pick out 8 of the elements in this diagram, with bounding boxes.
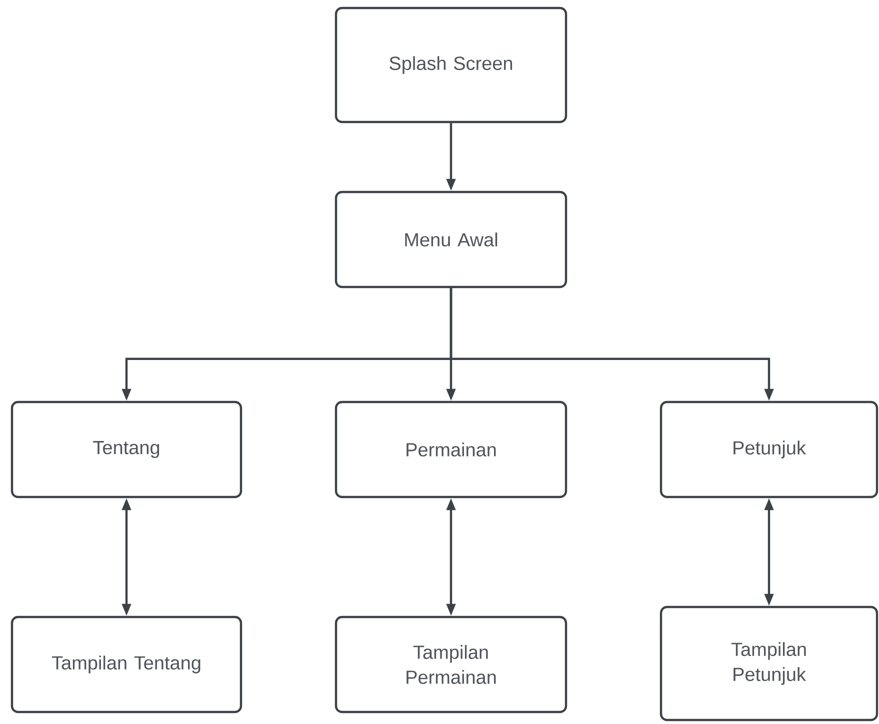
process-box: Menu Awal — [334, 190, 568, 288]
process-box: Permainan — [334, 400, 568, 498]
process-box: Petunjuk — [660, 400, 878, 498]
process-box: Splash Screen — [334, 6, 568, 124]
process-box: Tampilan Tentang — [10, 616, 242, 714]
process-box: Tentang — [10, 400, 242, 498]
process-box: Tampilan Permainan — [334, 616, 568, 714]
process-box: Tampilan Petunjuk — [660, 606, 878, 722]
